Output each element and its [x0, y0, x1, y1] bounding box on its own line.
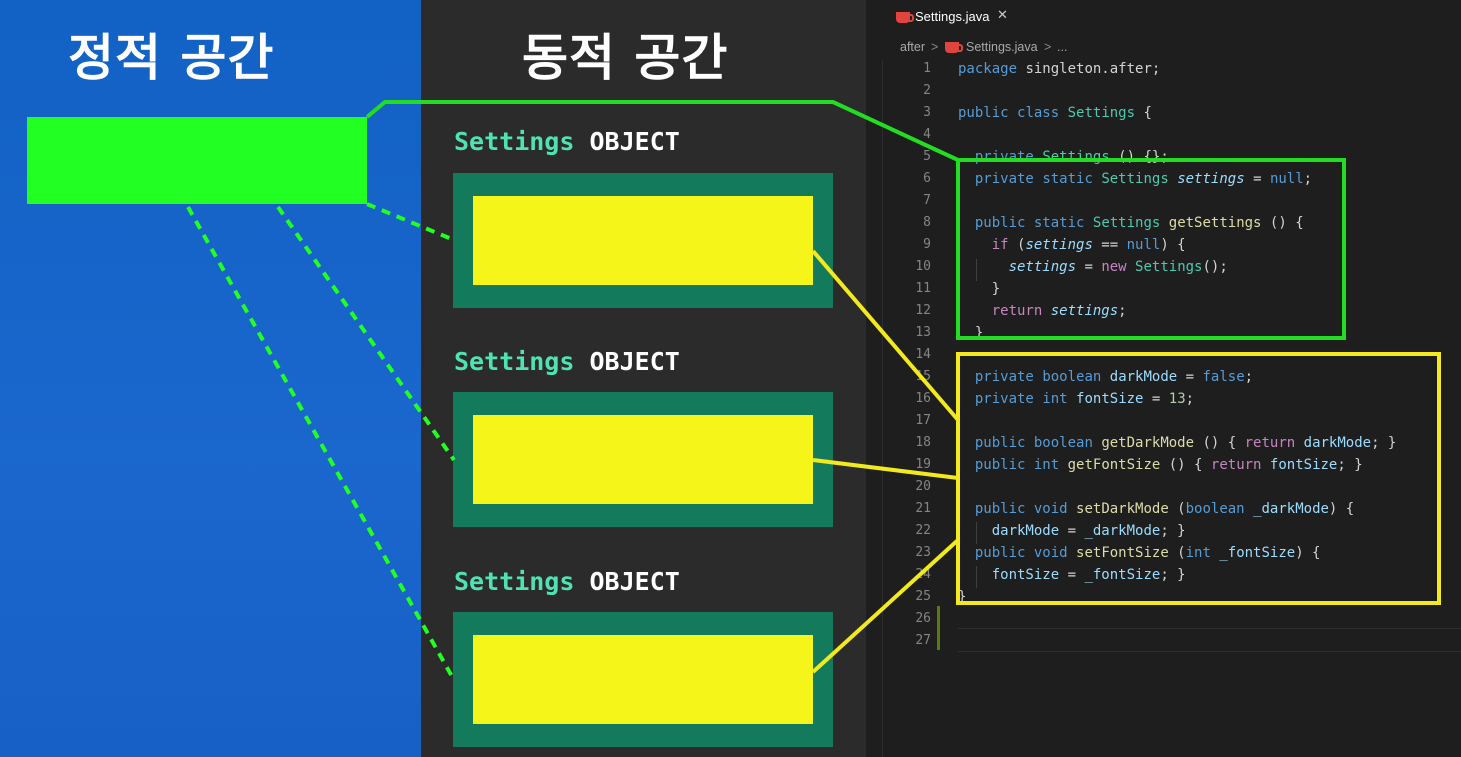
code-line: settings = new Settings(); — [1008, 259, 1228, 275]
code-line: private boolean darkMode = false; — [974, 369, 1254, 385]
java-file-icon — [896, 12, 914, 23]
object-instance-fields-2 — [473, 415, 813, 504]
breadcrumb-separator: > — [1044, 40, 1052, 54]
breadcrumb-file[interactable]: Settings.java — [966, 40, 1038, 54]
line-number: 24 — [915, 567, 931, 582]
code-line: public class Settings { — [958, 105, 1152, 121]
line-number: 15 — [915, 369, 931, 384]
code-line: return settings; — [991, 303, 1127, 319]
line-number: 19 — [915, 457, 931, 472]
static-field-box — [27, 117, 367, 204]
object-label-3: Settings OBJECT — [454, 567, 680, 597]
breadcrumb-separator: > — [931, 40, 939, 54]
line-number: 25 — [915, 589, 931, 604]
object-label-2: Settings OBJECT — [454, 347, 680, 377]
code-line: private static Settings settings = null; — [974, 171, 1313, 187]
object-instance-fields-1 — [473, 196, 813, 285]
line-number: 7 — [923, 193, 931, 208]
line-number: 13 — [915, 325, 931, 340]
line-number: 14 — [915, 347, 931, 362]
tab-settings-java[interactable]: Settings.java ✕ — [866, 0, 1016, 36]
object-label-1: Settings OBJECT — [454, 127, 680, 157]
object-suffix: OBJECT — [589, 347, 680, 376]
code-line: package singleton.after; — [958, 61, 1161, 77]
object-instance-fields-3 — [473, 635, 813, 724]
close-icon[interactable]: ✕ — [997, 8, 1008, 23]
indent-guide — [976, 522, 977, 544]
line-number: 21 — [915, 501, 931, 516]
editor-tab-bar: Settings.java ✕ — [866, 0, 1461, 36]
breadcrumb-folder[interactable]: after — [900, 40, 926, 54]
object-box-3 — [453, 612, 833, 747]
line-number: 11 — [915, 281, 931, 296]
line-number: 6 — [923, 171, 931, 186]
code-line: public int getFontSize () { return fontS… — [974, 457, 1363, 473]
code-line: } — [958, 325, 984, 341]
line-number: 18 — [915, 435, 931, 450]
line-number: 10 — [915, 259, 931, 274]
code-line: public static Settings getSettings () { — [974, 215, 1304, 231]
object-class-name: Settings — [454, 347, 575, 376]
line-number: 12 — [915, 303, 931, 318]
code-line: public void setDarkMode (boolean _darkMo… — [974, 501, 1355, 517]
modified-lines-indicator — [937, 606, 940, 650]
dynamic-space-title: 동적 공간 — [522, 29, 729, 87]
line-number: 16 — [915, 391, 931, 406]
line-number: 20 — [915, 479, 931, 494]
line-number: 22 — [915, 523, 931, 538]
code-line: public boolean getDarkMode () { return d… — [974, 435, 1397, 451]
code-line: } — [958, 589, 967, 605]
line-number: 1 — [923, 61, 931, 76]
object-class-name: Settings — [454, 567, 575, 596]
static-space-panel — [0, 0, 421, 757]
breadcrumb-ellipsis[interactable]: ... — [1057, 40, 1068, 54]
code-line: public void setFontSize (int _fontSize) … — [974, 545, 1321, 561]
object-box-2 — [453, 392, 833, 527]
indent-guide — [976, 566, 977, 588]
object-suffix: OBJECT — [589, 567, 680, 596]
code-line: } — [958, 281, 1001, 297]
code-editor: Settings.java ✕ after > Settings.java > … — [866, 0, 1461, 757]
line-number: 27 — [915, 633, 931, 648]
object-class-name: Settings — [454, 127, 575, 156]
code-line: private int fontSize = 13; — [974, 391, 1195, 407]
object-box-1 — [453, 173, 833, 308]
code-line: darkMode = _darkMode; } — [991, 523, 1186, 539]
line-number: 2 — [923, 83, 931, 98]
code-line: fontSize = _fontSize; } — [991, 567, 1186, 583]
line-number: 23 — [915, 545, 931, 560]
code-line: if (settings == null) { — [991, 237, 1186, 253]
java-file-icon — [945, 42, 963, 53]
indent-guide — [976, 259, 977, 281]
line-number: 8 — [923, 215, 931, 230]
line-number: 17 — [915, 413, 931, 428]
current-line-highlight — [958, 628, 1461, 652]
line-number: 4 — [923, 127, 931, 142]
line-number: 26 — [915, 611, 931, 626]
line-number: 3 — [923, 105, 931, 120]
tab-label: Settings.java — [915, 9, 990, 24]
code-line: private Settings () {}; — [974, 149, 1169, 165]
object-suffix: OBJECT — [589, 127, 680, 156]
line-number: 5 — [923, 149, 931, 164]
line-number: 9 — [923, 237, 931, 252]
breadcrumb: after > Settings.java > ... — [866, 37, 1461, 59]
static-space-title: 정적 공간 — [68, 29, 275, 87]
